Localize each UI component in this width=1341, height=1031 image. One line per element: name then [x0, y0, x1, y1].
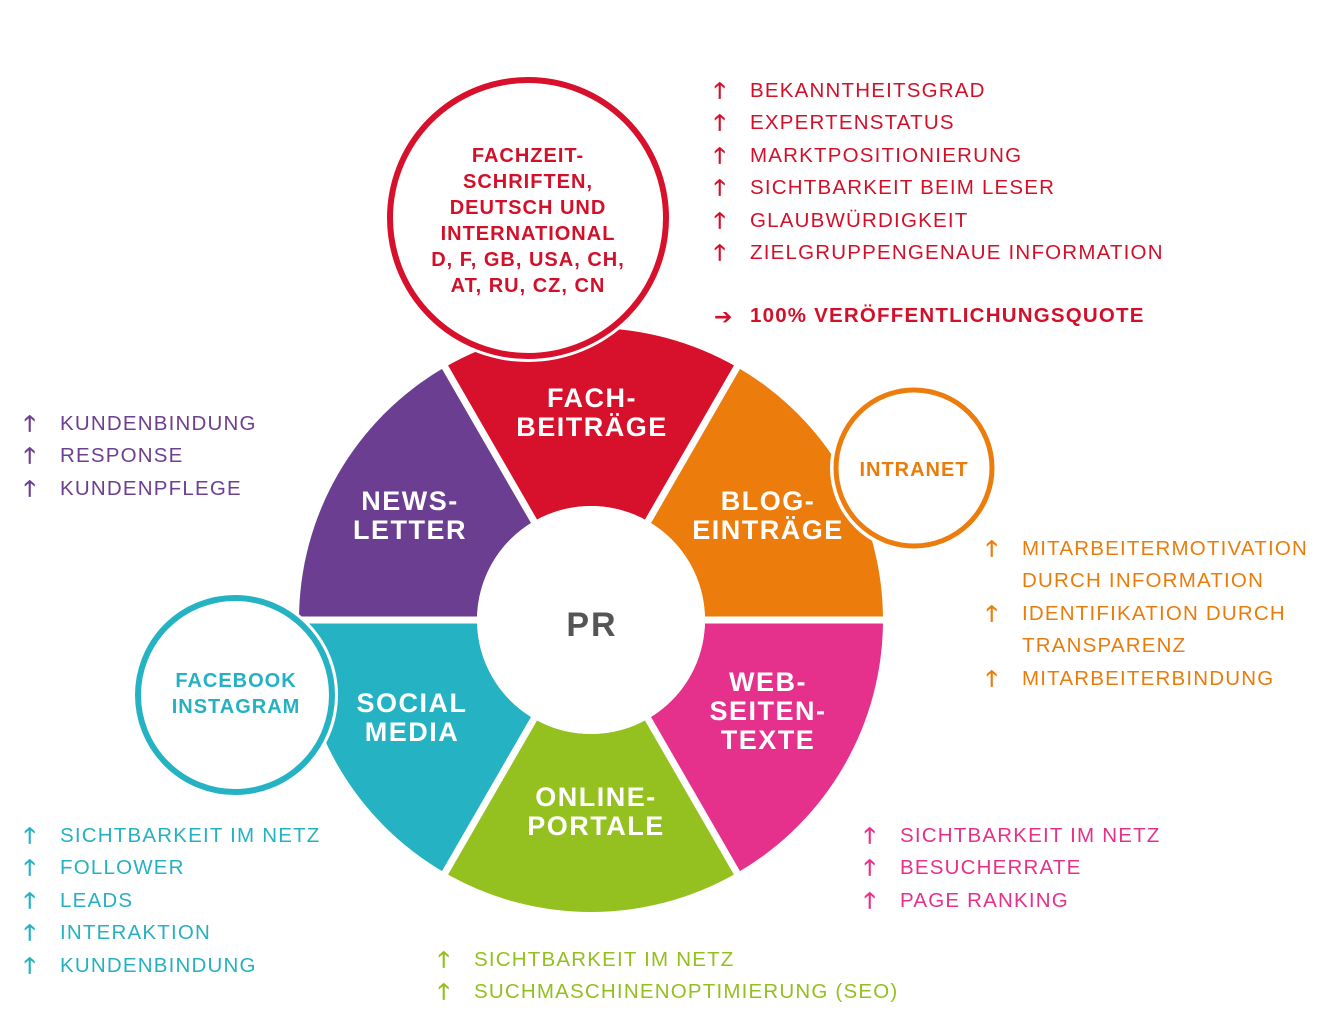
list-item: 🡑GLAUBWÜRDIGKEIT	[714, 205, 1164, 237]
list-item: 🡑RESPONSE	[24, 440, 257, 472]
list-item: 🡑MARKTPOSITIONIERUNG	[714, 140, 1164, 172]
segment-divider	[439, 715, 539, 879]
webseiten-benefits-list: 🡑SICHTBARKEIT IM NETZ 🡑BESUCHERRATE 🡑PAG…	[864, 820, 1161, 917]
up-arrow-icon: 🡑	[986, 600, 999, 626]
list-item: DURCH INFORMATION	[1022, 569, 1265, 593]
segment-online	[445, 718, 737, 912]
segment-fachbeitraege	[445, 328, 737, 522]
up-arrow-icon: 🡑	[24, 920, 37, 946]
up-arrow-icon: 🡑	[864, 887, 877, 913]
intranet-bubble	[833, 387, 995, 549]
segment-newsletter	[299, 367, 534, 620]
list-item: 🡑MITARBEITERBINDUNG	[986, 663, 1308, 695]
list-item: 🡑LEADS	[24, 885, 321, 917]
facebook-instagram-bubble	[135, 595, 335, 795]
list-item: 🡑KUNDENBINDUNG	[24, 408, 257, 440]
segment-label-online: ONLINE- PORTALE	[527, 782, 665, 842]
center-circle	[477, 506, 705, 734]
center-label-pr: PR	[566, 606, 618, 644]
online-portale-benefits-list: 🡑SICHTBARKEIT IM NETZ 🡑SUCHMASCHINENOPTI…	[438, 944, 898, 1009]
up-arrow-icon: 🡑	[714, 78, 727, 103]
list-item: 🡑SICHTBARKEIT IM NETZ	[438, 944, 898, 976]
up-arrow-icon: 🡑	[986, 536, 999, 561]
list-item: 🡑PAGE RANKING	[864, 885, 1161, 917]
segment-label-newsletter: NEWS- LETTER	[353, 486, 467, 546]
segment-label-webseiten: WEB- SEITEN- TEXTE	[709, 667, 827, 756]
list-item: 🡑SICHTBARKEIT IM NETZ	[864, 820, 1161, 852]
segment-divider	[643, 715, 743, 879]
intranet-benefits-list: 🡑MITARBEITERMOTIVATION DURCH INFORMATION…	[986, 533, 1308, 695]
segment-social	[299, 620, 534, 873]
segment-label-blog: BLOG- EINTRÄGE	[692, 486, 844, 546]
up-arrow-icon: 🡑	[864, 823, 877, 848]
up-arrow-icon: 🡑	[24, 443, 37, 469]
list-item: 🡑ZIELGRUPPENGENAUE INFORMATION	[714, 237, 1164, 269]
up-arrow-icon: 🡑	[714, 110, 727, 136]
up-arrow-icon: 🡑	[24, 855, 37, 881]
list-item: 🡑MITARBEITERMOTIVATION	[986, 533, 1308, 565]
list-item: 🡑EXPERTENSTATUS	[714, 107, 1164, 139]
list-item: 🡑FOLLOWER	[24, 852, 321, 884]
up-arrow-icon: 🡑	[714, 239, 727, 265]
publication-rate-quote: ➔100% VERÖFFENTLICHUNGSQUOTE	[714, 304, 1145, 329]
up-arrow-icon: 🡑	[438, 947, 451, 972]
list-item: 🡑BEKANNTHEITSGRAD	[714, 75, 1164, 107]
list-item: 🡑KUNDENBINDUNG	[24, 950, 321, 982]
segment-divider	[439, 361, 539, 525]
newsletter-benefits-list: 🡑KUNDENBINDUNG 🡑RESPONSE 🡑KUNDENPFLEGE	[24, 408, 257, 505]
segment-divider	[643, 361, 743, 525]
up-arrow-icon: 🡑	[438, 979, 451, 1005]
right-arrow-icon: ➔	[714, 304, 734, 329]
up-arrow-icon: 🡑	[714, 207, 727, 233]
fachbeitraege-benefits-list: 🡑BEKANNTHEITSGRAD 🡑EXPERTENSTATUS 🡑MARKT…	[714, 75, 1164, 269]
facebook-instagram-bubble-text: FACEBOOK INSTAGRAM	[171, 670, 301, 718]
list-item: TRANSPARENZ	[1022, 634, 1187, 658]
up-arrow-icon: 🡑	[24, 411, 37, 436]
up-arrow-icon: 🡑	[24, 887, 37, 913]
intranet-bubble-text: INTRANET	[859, 459, 969, 481]
list-item: 🡑SICHTBARKEIT BEIM LESER	[714, 172, 1164, 204]
social-media-benefits-list: 🡑SICHTBARKEIT IM NETZ 🡑FOLLOWER 🡑LEADS 🡑…	[24, 820, 321, 982]
up-arrow-icon: 🡑	[714, 142, 727, 168]
segment-label-fachbeitraege: FACH- BEITRÄGE	[516, 383, 668, 443]
fachzeitschriften-bubble	[387, 77, 669, 359]
list-item: 🡑SUCHMASCHINENOPTIMIERUNG (SEO)	[438, 976, 898, 1008]
list-item: 🡑KUNDENPFLEGE	[24, 473, 257, 505]
up-arrow-icon: 🡑	[864, 855, 877, 881]
up-arrow-icon: 🡑	[24, 475, 37, 501]
up-arrow-icon: 🡑	[714, 175, 727, 201]
fachzeitschriften-bubble-text: FACHZEIT- SCHRIFTEN, DEUTSCH UND INTERNA…	[431, 145, 625, 297]
segment-webseiten	[648, 620, 883, 873]
list-item: 🡑INTERAKTION	[24, 917, 321, 949]
segment-blog	[648, 367, 883, 620]
segment-label-social: SOCIAL MEDIA	[356, 688, 468, 748]
list-item: 🡑SICHTBARKEIT IM NETZ	[24, 820, 321, 852]
list-item: 🡑BESUCHERRATE	[864, 852, 1161, 884]
up-arrow-icon: 🡑	[24, 823, 37, 848]
list-item: 🡑IDENTIFIKATION DURCH	[986, 598, 1308, 630]
up-arrow-icon: 🡑	[986, 665, 999, 691]
up-arrow-icon: 🡑	[24, 952, 37, 978]
